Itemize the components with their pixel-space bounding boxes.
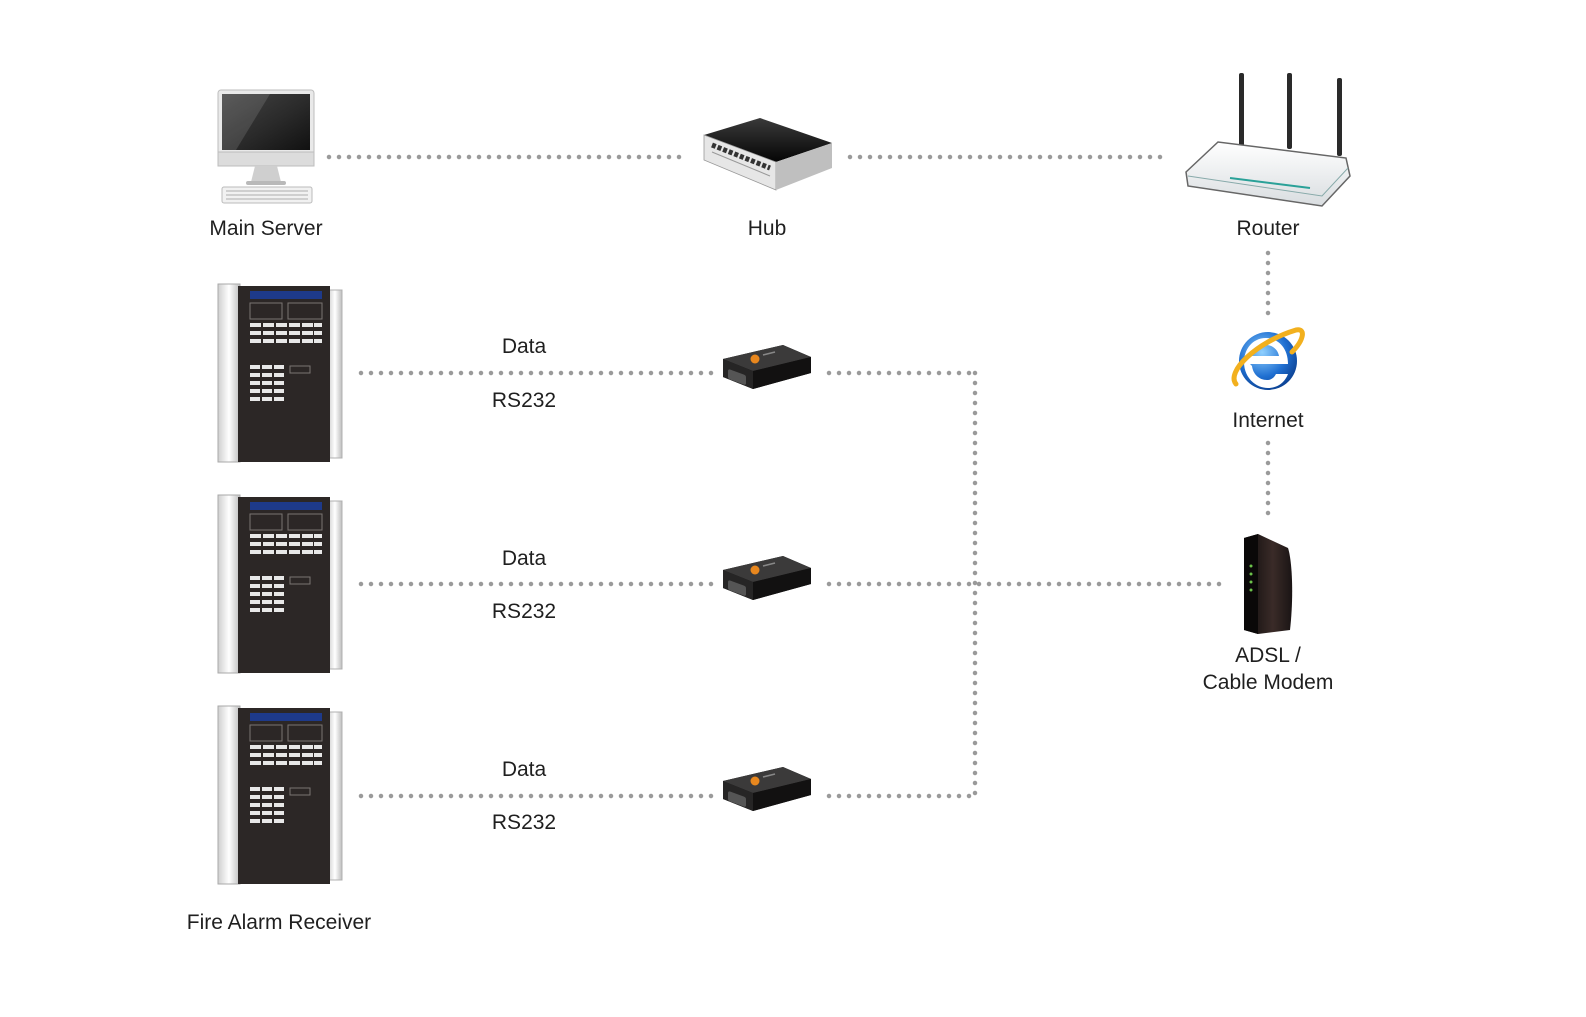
rs232-converter-icon <box>722 344 812 390</box>
router-label: Router <box>1236 217 1299 240</box>
wireless-router-icon <box>1185 73 1351 207</box>
link-1-bottom-label: RS232 <box>492 389 556 412</box>
fire-alarm-panel-icon <box>217 283 343 463</box>
main-server-node: Main Server <box>209 89 323 240</box>
connector-lines <box>326 154 1271 799</box>
serial-converters <box>722 344 812 812</box>
serial-link-labels: Data RS232 Data RS232 Data RS232 <box>492 335 556 834</box>
network-hub-icon <box>703 118 832 191</box>
internet-explorer-icon <box>1231 327 1305 390</box>
internet-label: Internet <box>1232 409 1303 432</box>
fire-alarm-panel-icon <box>217 494 343 674</box>
adsl-modem-icon <box>1244 534 1293 634</box>
fire-alarm-receiver-group: Fire Alarm Receiver <box>187 283 371 934</box>
fire-alarm-panel-icon <box>217 705 343 885</box>
hub-node: Hub <box>703 118 832 240</box>
link-2-bottom-label: RS232 <box>492 600 556 623</box>
main-server-label: Main Server <box>209 217 322 240</box>
link-3-top-label: Data <box>502 758 547 781</box>
router-node: Router <box>1185 73 1351 240</box>
rs232-converter-icon <box>722 766 812 812</box>
modem-label-line2: Cable Modem <box>1203 671 1334 694</box>
hub-label: Hub <box>748 217 787 240</box>
fire-alarm-receiver-label: Fire Alarm Receiver <box>187 911 371 934</box>
link-2-top-label: Data <box>502 547 547 570</box>
modem-label-line1: ADSL / <box>1235 644 1301 667</box>
desktop-computer-icon <box>217 89 315 204</box>
rs232-converter-icon <box>722 555 812 601</box>
modem-node: ADSL / Cable Modem <box>1203 534 1334 694</box>
link-1-top-label: Data <box>502 335 547 358</box>
internet-node: Internet <box>1231 327 1305 432</box>
link-3-bottom-label: RS232 <box>492 811 556 834</box>
